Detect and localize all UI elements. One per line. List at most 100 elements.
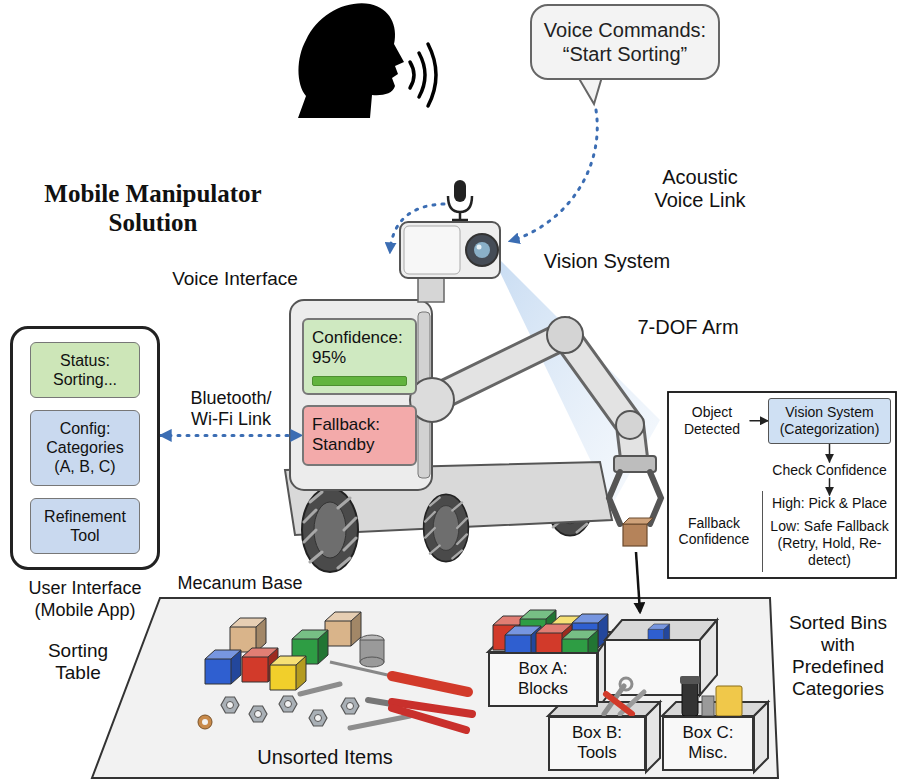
part-label: Mecanum Base xyxy=(175,573,305,594)
sound-waves xyxy=(410,44,436,106)
unsorted-items-part xyxy=(392,676,468,692)
robot-arm-part xyxy=(547,317,583,353)
callout-box xyxy=(668,392,896,578)
node-text: Vision System (Categorization) xyxy=(773,404,886,438)
tool-box: Refinement Tool xyxy=(30,498,140,554)
bin-b-part xyxy=(646,702,660,772)
sorting-table xyxy=(92,598,778,778)
unsorted-items-part xyxy=(360,635,384,667)
flow-outcome: High: Pick & Place xyxy=(768,495,891,512)
unsorted-items-part-part xyxy=(360,657,384,667)
confidence-bar xyxy=(312,376,407,386)
system-label: Vision System xyxy=(532,250,682,273)
microphone-icon xyxy=(448,180,472,220)
unsorted-items-part xyxy=(392,708,466,730)
part-label: Unsorted Items xyxy=(215,746,435,769)
interface-label: Voice Interface xyxy=(160,268,310,290)
robot-arm-part xyxy=(650,472,661,524)
held-block-part xyxy=(623,524,647,546)
connector xyxy=(750,420,768,422)
bin-label: Box B: Tools xyxy=(548,716,646,771)
unsorted-items-part xyxy=(330,662,392,676)
node-text: Fallback Confidence xyxy=(672,515,756,549)
connector xyxy=(160,434,302,437)
status-box: Status: Sorting... xyxy=(30,342,140,398)
node-text: Fallback: Standby xyxy=(312,415,407,456)
unsorted-items-part xyxy=(202,719,208,725)
process-box: Vision System (Categorization) xyxy=(768,398,891,444)
connector xyxy=(829,444,831,462)
sound-waves-part xyxy=(419,53,425,97)
connector xyxy=(829,479,831,495)
robot-arm xyxy=(410,317,661,524)
unsorted-items-part xyxy=(221,697,239,713)
unsorted-items-part xyxy=(350,716,410,728)
bin-label: Box A: Blocks xyxy=(488,652,598,707)
camera-head-part xyxy=(466,234,498,266)
bin-c-part xyxy=(682,680,698,716)
part-label: 7-DOF Arm xyxy=(632,316,744,339)
part-label: Sorted Bins with Predefined Categories xyxy=(780,612,896,699)
robot-arm-part xyxy=(616,411,644,439)
node-text: Voice Commands: “Start Sorting” xyxy=(542,18,708,66)
held-block xyxy=(623,518,653,546)
link-label: Acoustic Voice Link xyxy=(645,166,755,212)
camera-head-part xyxy=(418,276,444,302)
camera-head-part xyxy=(404,226,460,274)
unsorted-items-part xyxy=(198,715,212,729)
node-text: Low: Safe Fallback (Retry, Hold, Re-dete… xyxy=(768,518,891,568)
microphone-icon-part xyxy=(452,219,468,222)
unsorted-items-part xyxy=(300,684,340,694)
node-text: Config: Categories (A, B, C) xyxy=(37,419,133,477)
node-text: Box C: Misc. xyxy=(674,723,742,764)
divider-line xyxy=(762,491,763,572)
microphone-icon-part xyxy=(448,196,472,212)
bin-c xyxy=(662,676,768,772)
sound-waves-part xyxy=(428,44,436,106)
place-arrow xyxy=(636,552,640,612)
diagram-title: Mobile Manipulator Solution xyxy=(28,180,278,238)
target-bin xyxy=(605,620,717,695)
flow-callout: Fallback Confidence Object Detected Vision… xyxy=(668,392,897,578)
mobile-app: User Interface (Mobile App) Status: Sorti… xyxy=(10,326,160,621)
bin-label: Box C: Misc. xyxy=(662,716,754,771)
node-text: Confidence: 95% xyxy=(312,328,407,369)
unsorted-items-part xyxy=(341,698,359,714)
link-label: Bluetooth/ Wi-Fi Link xyxy=(173,388,289,429)
acoustic-link xyxy=(510,110,597,241)
flow-step: Object Detected xyxy=(674,404,750,438)
person-silhouette xyxy=(298,3,404,118)
unsorted-items-part xyxy=(270,656,306,690)
node-text: Box A: Blocks xyxy=(500,659,586,700)
unsorted-items-part xyxy=(279,696,297,712)
unsorted-items-part xyxy=(325,612,361,646)
microphone-icon-part xyxy=(454,180,466,202)
bin-c-part xyxy=(680,676,700,684)
bin-c-part xyxy=(662,702,768,716)
bin-a xyxy=(488,610,612,708)
sound-waves-part xyxy=(410,62,414,88)
camera-head xyxy=(400,222,500,302)
bin-c-part xyxy=(702,696,714,716)
flow-step: Check Confidence xyxy=(768,462,891,479)
speech-bubble: Voice Commands: “Start Sorting” xyxy=(530,4,720,80)
bin-c-part xyxy=(716,686,742,716)
bin-c-part xyxy=(754,702,768,772)
camera-head-part xyxy=(400,222,500,278)
unsorted-items-part xyxy=(249,706,267,722)
mecanum-base-part xyxy=(302,488,358,572)
mecanum-base-part xyxy=(424,494,469,561)
held-block-part xyxy=(623,518,653,524)
config-box: Config: Categories (A, B, C) xyxy=(30,410,140,486)
node-text: High: Pick & Place xyxy=(768,495,891,512)
unsorted-items-part xyxy=(230,618,266,652)
part-label: Sorting Table xyxy=(28,640,128,684)
robot-arm-part xyxy=(432,335,634,458)
node-text: User Interface (Mobile App) xyxy=(10,578,160,621)
unsorted-items-part xyxy=(309,710,327,726)
camera-head-part xyxy=(477,245,482,250)
target-bin-part xyxy=(700,620,717,695)
node-text: Status: Sorting... xyxy=(37,351,133,389)
